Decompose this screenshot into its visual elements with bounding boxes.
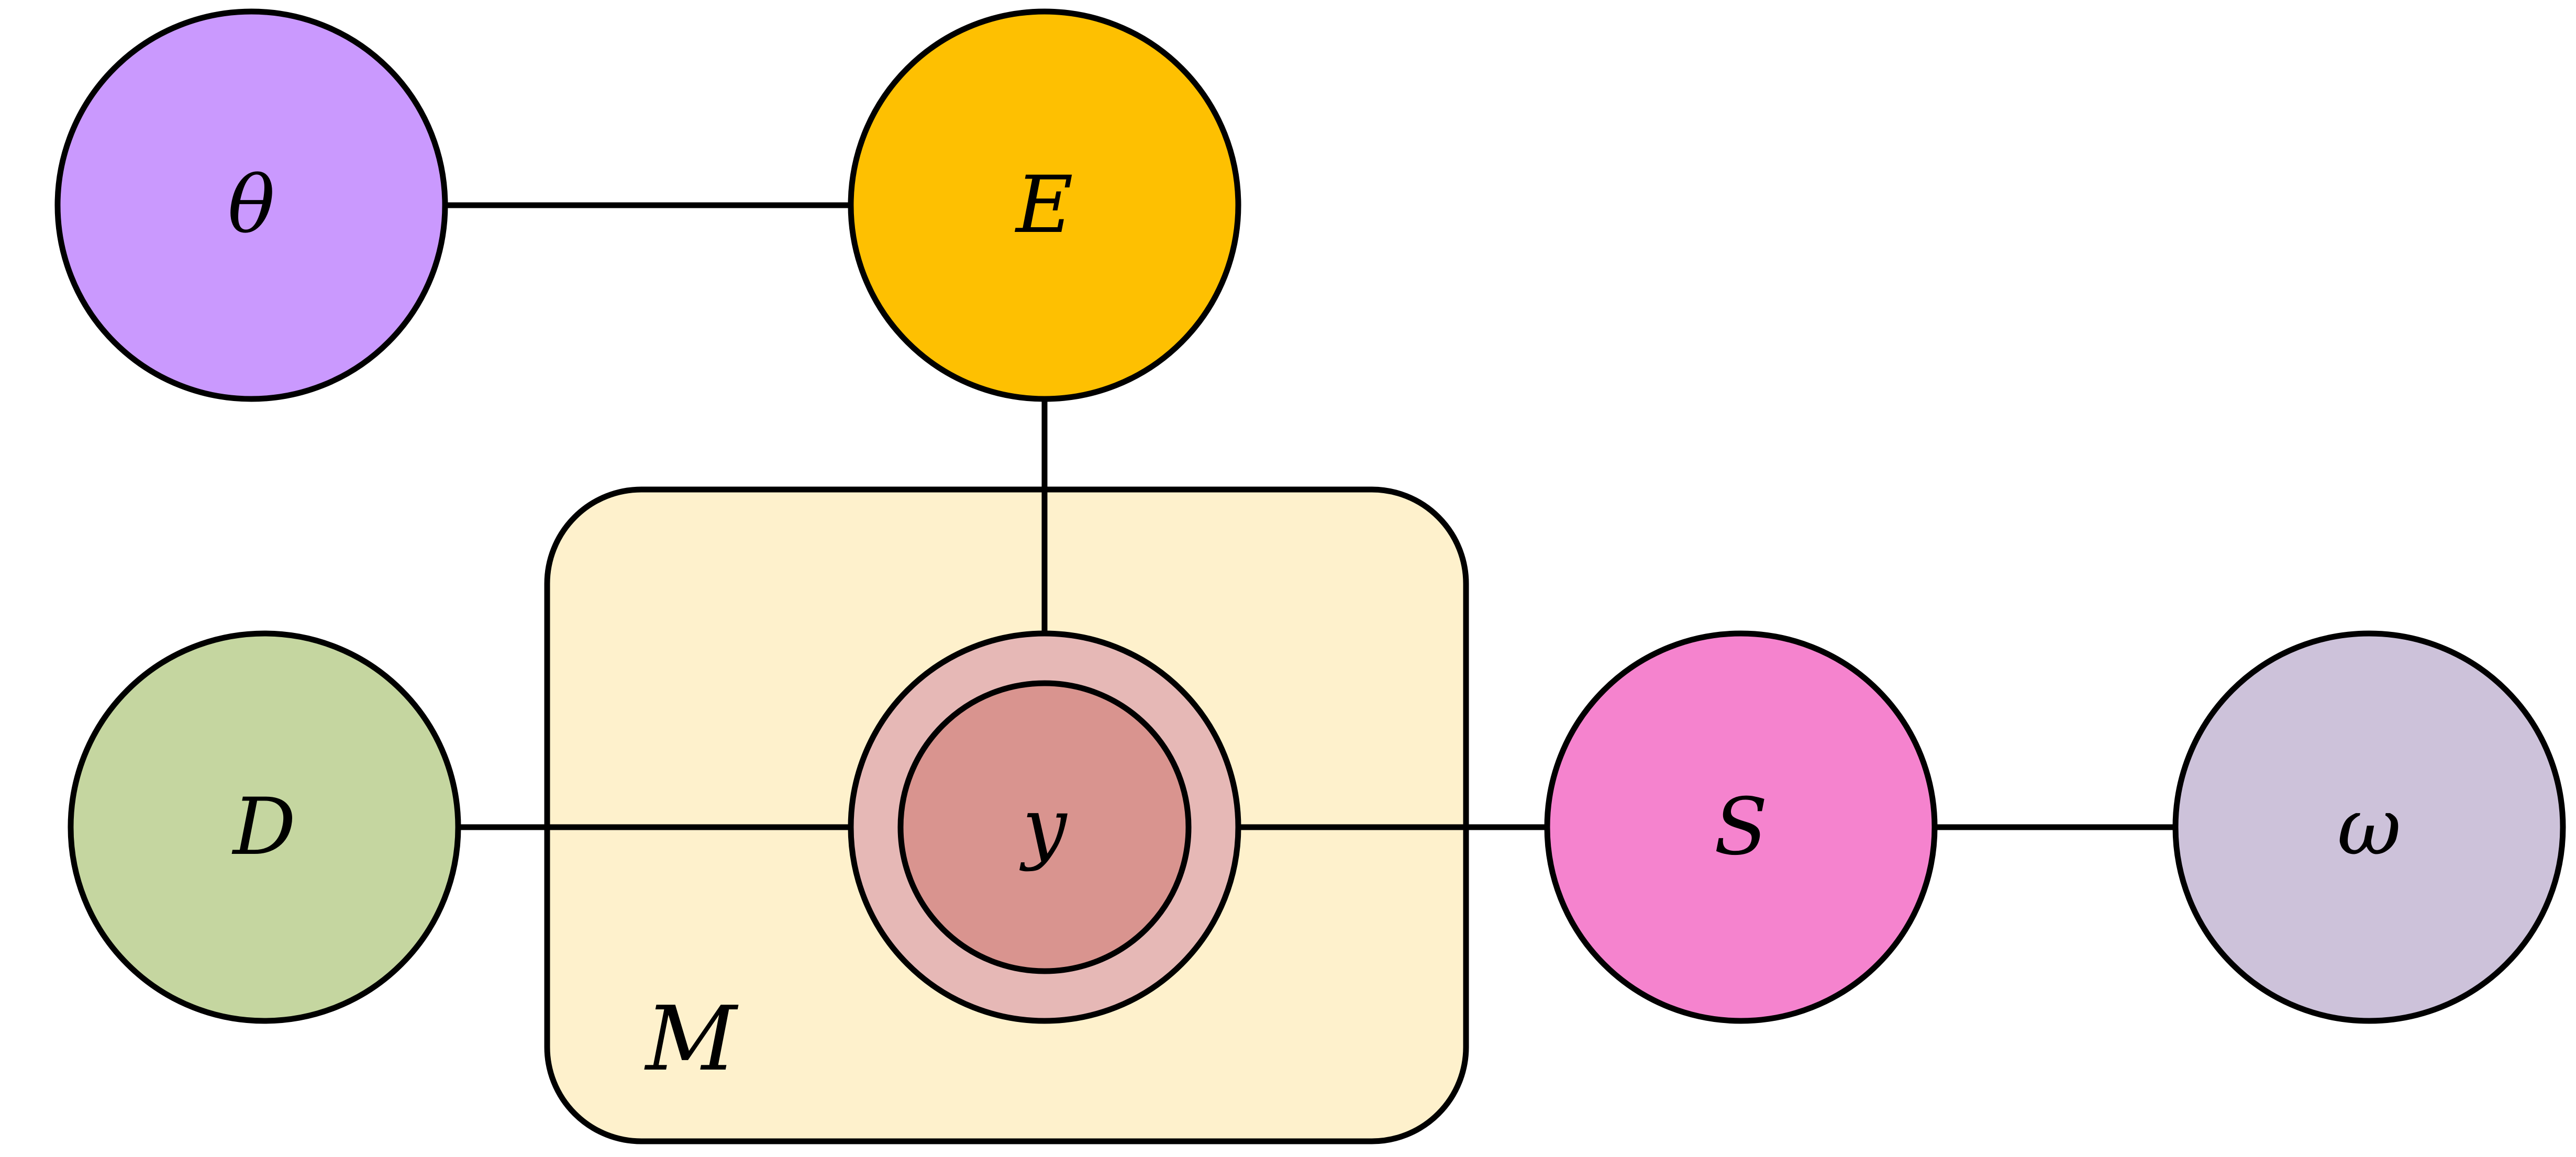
- node-D-circle: [68, 630, 461, 1024]
- node-theta-label: θ: [228, 160, 275, 251]
- node-theta: θ: [54, 8, 448, 402]
- node-y-label: y: [1019, 782, 1068, 873]
- node-E-circle: [848, 8, 1241, 402]
- node-omega-circle: [2172, 630, 2566, 1024]
- node-E: E: [848, 8, 1241, 402]
- node-S-circle: [1544, 630, 1938, 1024]
- node-S-label: S: [1714, 782, 1768, 873]
- node-y-inner-circle: [897, 680, 1192, 974]
- node-D-label: D: [231, 782, 296, 873]
- node-theta-circle: [54, 8, 448, 402]
- node-omega-label: ω: [2337, 782, 2401, 873]
- edges: [445, 202, 2175, 830]
- node-y: y: [848, 630, 1241, 1024]
- plate-label: M: [644, 987, 739, 1091]
- node-S: S: [1544, 630, 1938, 1024]
- node-E-label: E: [1014, 160, 1073, 251]
- node-D: D: [68, 630, 461, 1024]
- node-omega: ω: [2172, 630, 2566, 1024]
